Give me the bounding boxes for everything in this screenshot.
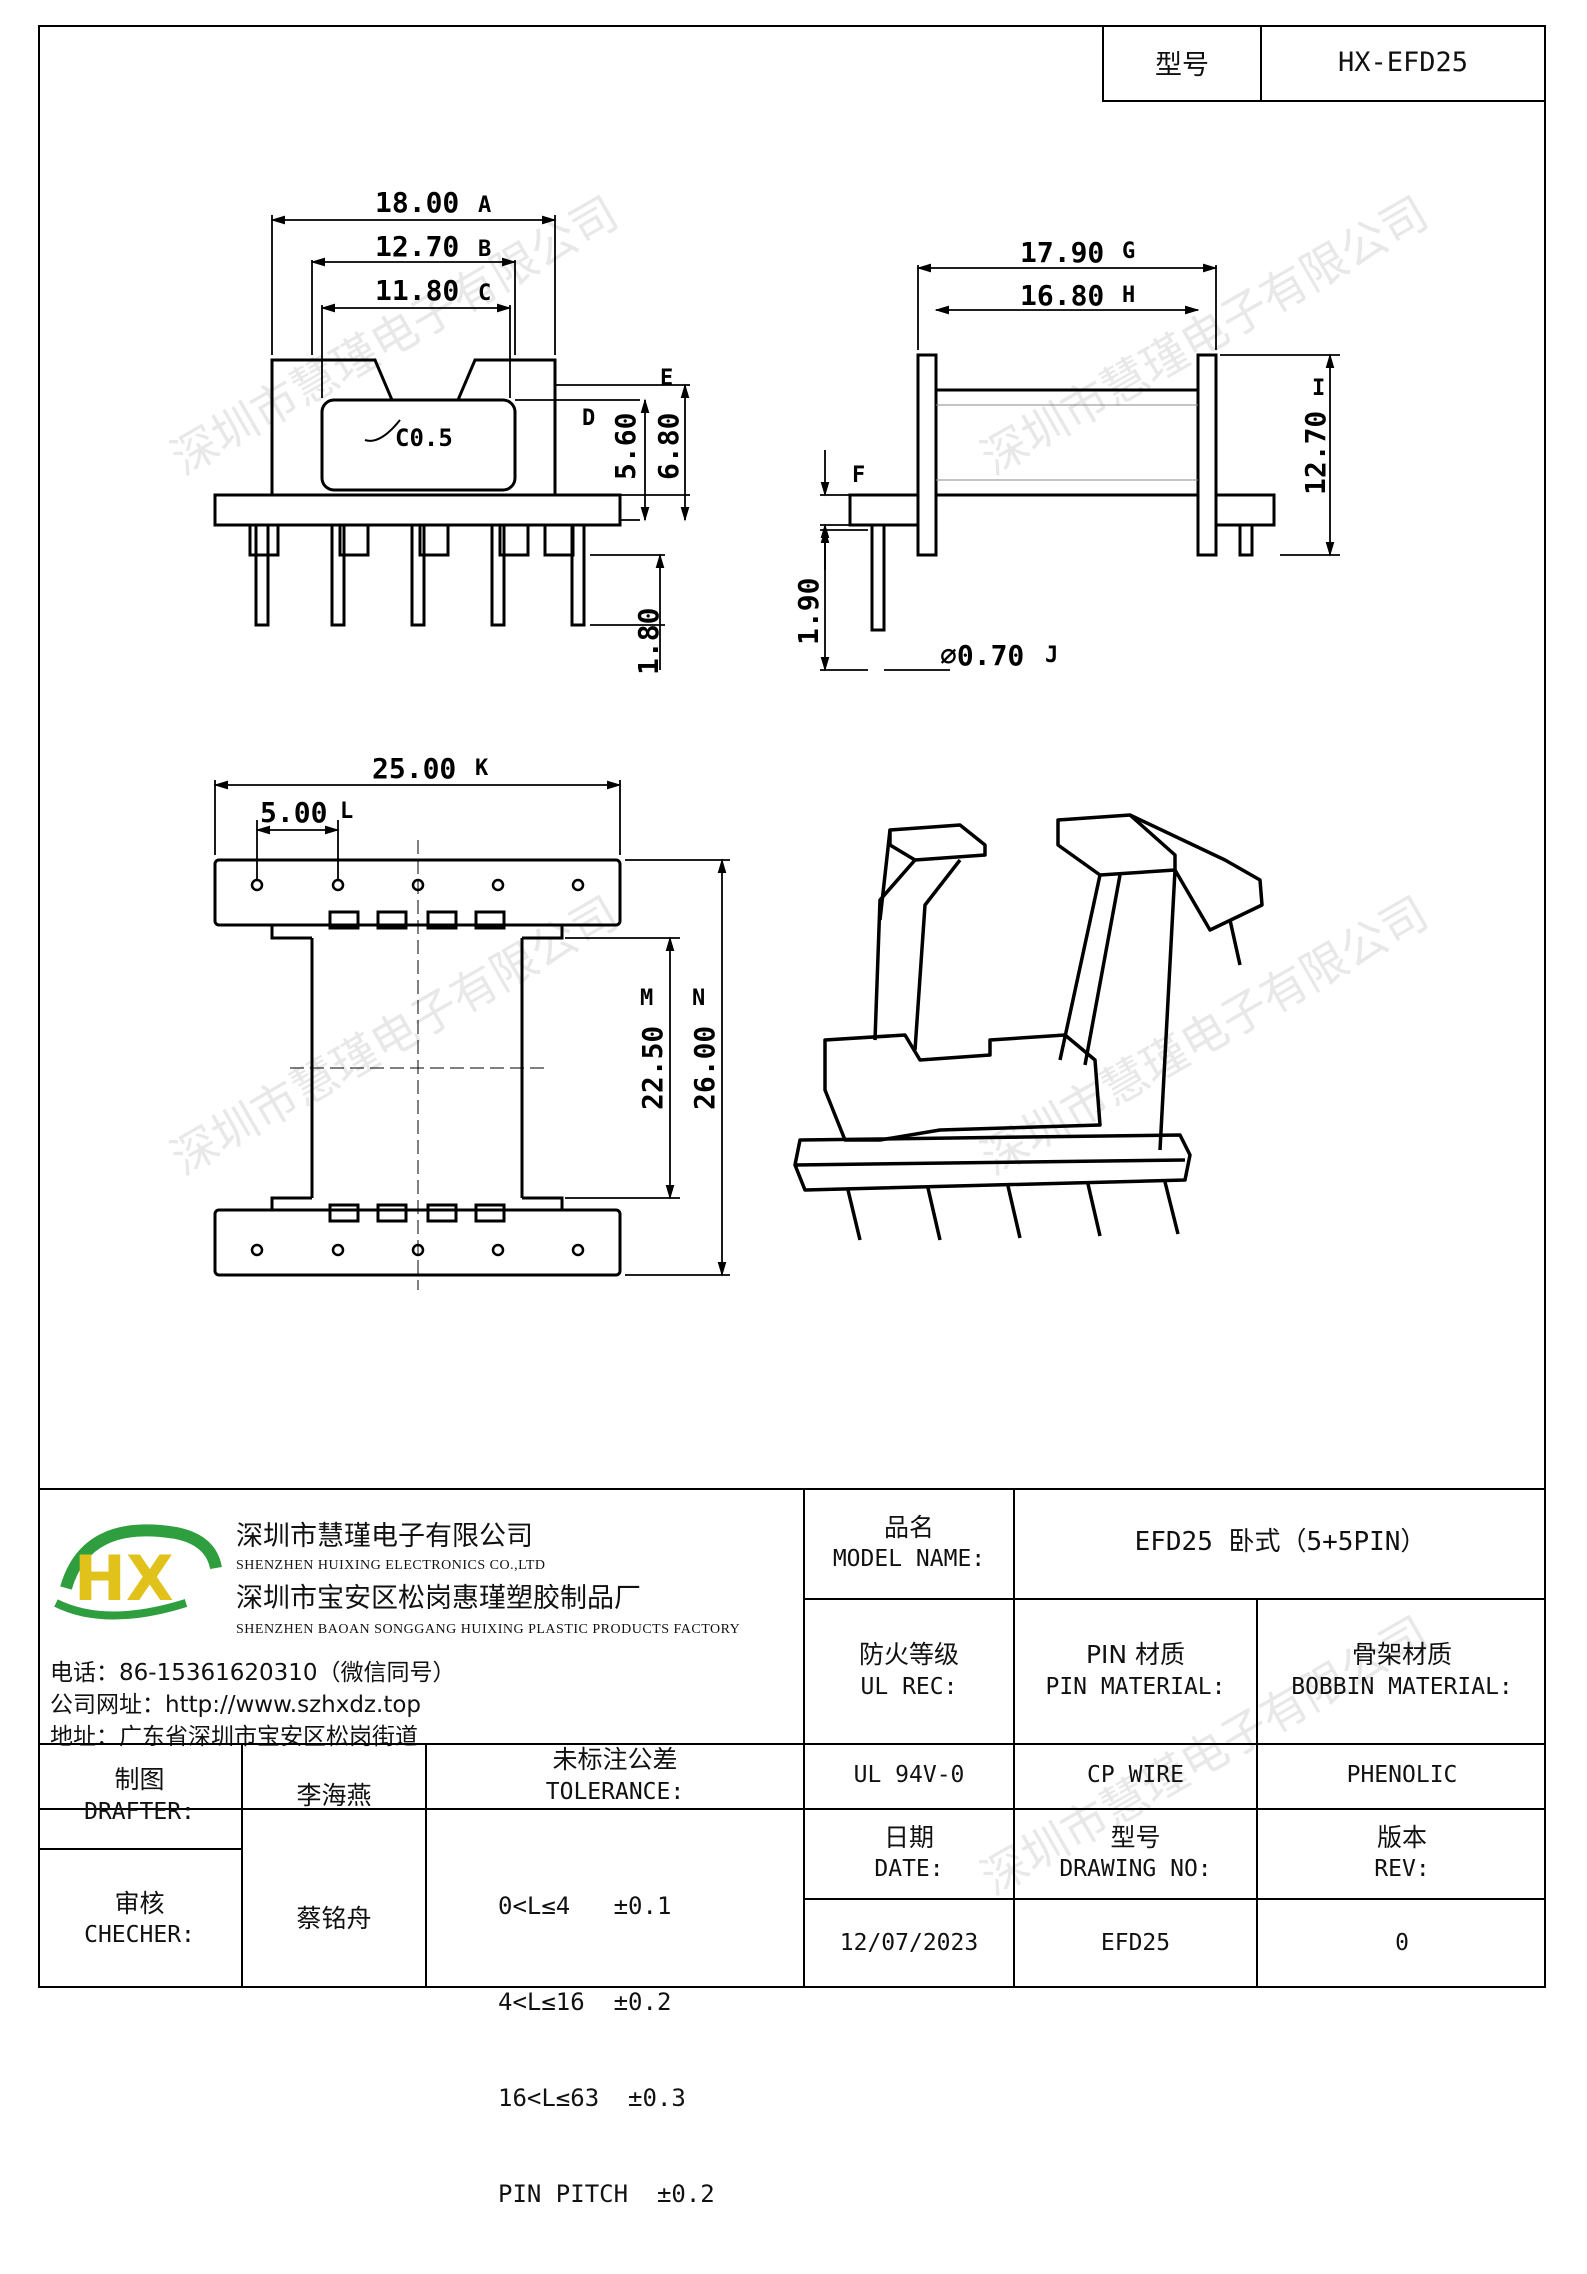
- tag-d: D: [582, 406, 595, 431]
- pin-material-label: PIN 材质 PIN MATERIAL:: [1045, 1640, 1226, 1700]
- logo-text: HX: [74, 1542, 174, 1615]
- tag-b: B: [478, 237, 491, 262]
- dim-h: 16.80: [1020, 279, 1104, 312]
- front-dims: [270, 215, 690, 670]
- checker-label: 审核 CHECHER:: [84, 1888, 195, 1949]
- drawing-no-label: 型号 DRAWING NO:: [1059, 1822, 1212, 1883]
- date-label: 日期 DATE:: [874, 1822, 944, 1883]
- tag-a: A: [478, 193, 491, 218]
- dim-e: 6.80: [652, 413, 685, 480]
- dim-j: ⌀0.70: [940, 639, 1024, 672]
- dim-i: 12.70: [1299, 411, 1332, 495]
- dim-pin: 1.80: [632, 608, 665, 675]
- tag-g: G: [1122, 239, 1135, 264]
- tolerance-row: 0<L≤4 ±0.1: [498, 1892, 672, 1920]
- dim-a: 18.00: [375, 186, 459, 219]
- drawing-frame: [38, 25, 1546, 1988]
- isometric-view: [793, 813, 1264, 1241]
- company-website[interactable]: 公司网址：http://www.szhxdz.top: [50, 1692, 422, 1718]
- tag-l: L: [340, 799, 353, 824]
- tag-k: K: [475, 756, 489, 781]
- tag-j: J: [1045, 643, 1058, 668]
- company-name-cn: 深圳市慧瑾电子有限公司: [236, 1521, 533, 1552]
- drafter-label: 制图 DRAFTER:: [84, 1765, 195, 1825]
- tag-f: F: [852, 463, 865, 488]
- dim-d: 5.60: [609, 413, 642, 480]
- ul-rec-label: 防火等级 UL REC:: [858, 1640, 959, 1700]
- tag-h: H: [1122, 283, 1135, 308]
- dim-f: 1.90: [792, 578, 825, 645]
- title-block: HX 深圳市慧瑾电子有限公司 SHENZHEN HUIXING ELECTRON…: [38, 1488, 1546, 2208]
- tag-e: E: [660, 366, 673, 391]
- rev-value: 0: [1395, 1930, 1409, 1957]
- tag-i: I: [1312, 376, 1325, 401]
- bobbin-material-label: 骨架材质 BOBBIN MATERIAL:: [1291, 1640, 1513, 1700]
- side-dims: [820, 263, 1340, 672]
- tolerance-row: PIN PITCH ±0.2: [498, 2180, 715, 2208]
- pin-material-value: CP WIRE: [1087, 1761, 1184, 1788]
- front-view: [213, 358, 622, 627]
- checker-name: 蔡铭舟: [296, 1904, 372, 1934]
- company-phone: 电话：86-15361620310（微信同号）: [50, 1660, 456, 1686]
- tolerance-list: 0<L≤4 ±0.1 4<L≤16 ±0.2 16<L≤63 ±0.3 PIN …: [498, 1826, 715, 2274]
- bottom-dims: [213, 780, 730, 1277]
- company-logo: HX: [54, 1524, 222, 1620]
- tag-c: C: [478, 281, 491, 306]
- tag-m: M: [640, 986, 653, 1011]
- factory-name-en: SHENZHEN BAOAN SONGGANG HUIXING PLASTIC …: [236, 1622, 741, 1637]
- bottom-view: [213, 840, 622, 1290]
- dim-l: 5.00: [260, 796, 327, 829]
- tag-n: N: [692, 986, 705, 1011]
- dim-n: 26.00: [688, 1026, 721, 1110]
- dim-k: 25.00: [372, 752, 456, 785]
- dim-b: 12.70: [375, 230, 459, 263]
- ul-rec-value: UL 94V-0: [853, 1761, 965, 1788]
- model-name-label: 品名 MODEL NAME:: [832, 1512, 986, 1573]
- company-address: 地址：广东省深圳市宝安区松岗街道: [50, 1724, 418, 1750]
- model-value: HX-EFD25: [1337, 47, 1469, 78]
- chamfer-label: C0.5: [395, 424, 453, 452]
- tolerance-label: 未标注公差 TOLERANCE:: [545, 1745, 685, 1805]
- drawing-no-value: EFD25: [1100, 1930, 1171, 1957]
- date-value: 12/07/2023: [839, 1930, 979, 1957]
- tolerance-row: 16<L≤63 ±0.3: [498, 2084, 686, 2112]
- company-info: HX 深圳市慧瑾电子有限公司 SHENZHEN HUIXING ELECTRON…: [38, 1488, 803, 1750]
- dim-m: 22.50: [636, 1026, 669, 1110]
- model-name-value: EFD25 卧式（5+5PIN）: [1134, 1527, 1427, 1558]
- factory-name-cn: 深圳市宝安区松岗惠瑾塑胶制品厂: [236, 1583, 641, 1614]
- drafter-name: 李海燕: [296, 1780, 372, 1810]
- bobbin-material-value: PHENOLIC: [1346, 1761, 1458, 1788]
- tolerance-row: 4<L≤16 ±0.2: [498, 1988, 672, 2016]
- model-box: 型号 HX-EFD25: [1102, 25, 1546, 102]
- technical-drawing: 18.00 A 12.70 B 11.80 C C0.5 D E 5.60 6.…: [213, 186, 1340, 1290]
- dim-c: 11.80: [375, 274, 459, 307]
- company-name-en: SHENZHEN HUIXING ELECTRONICS CO.,LTD: [236, 1558, 546, 1573]
- rev-label: 版本 REV:: [1374, 1822, 1430, 1883]
- side-view: [848, 353, 1276, 632]
- model-label: 型号: [1104, 25, 1262, 100]
- dim-g: 17.90: [1020, 236, 1104, 269]
